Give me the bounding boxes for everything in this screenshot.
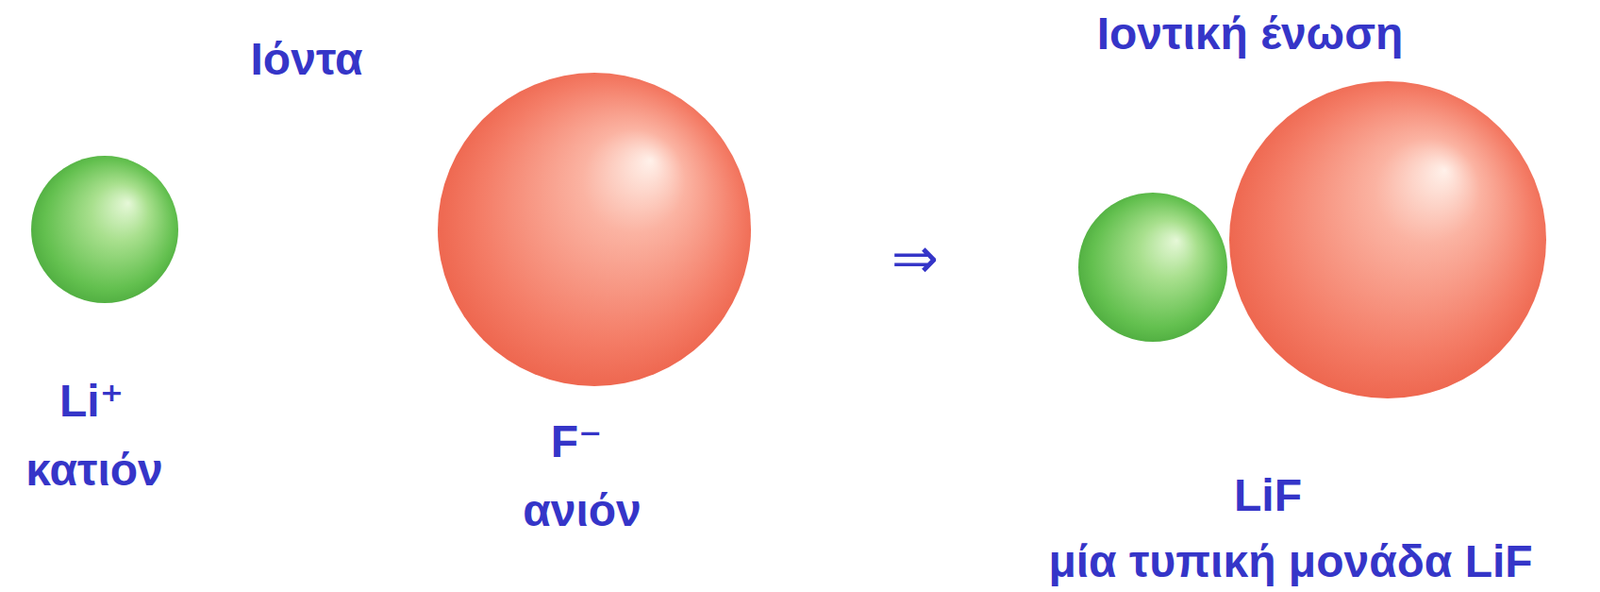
ion-caption: ανιόν <box>522 485 642 536</box>
ion-node: F⁻ ανιόν <box>415 56 774 548</box>
ion-caption: κατιόν <box>25 445 163 496</box>
section-heading: Ιόντα <box>250 34 364 85</box>
ion-formula: F⁻ <box>550 416 603 467</box>
reaction-arrow: ⇒ <box>891 226 939 289</box>
section-heading: Ιοντική ένωση <box>1097 9 1404 60</box>
ion-node: LiF μία τυπική μονάδα LiF <box>981 66 1600 592</box>
ion-node: Li⁺ κατιόν <box>0 132 217 510</box>
ion-formula: Li⁺ <box>59 376 124 427</box>
ion-sphere <box>31 155 179 303</box>
ion-caption: μία τυπική μονάδα LiF <box>1048 536 1533 587</box>
ion-sphere <box>415 56 774 548</box>
ion-formula: LiF <box>1233 470 1302 521</box>
ion-sphere <box>437 72 751 386</box>
ion-sphere <box>1078 192 1228 342</box>
ion-sphere <box>1229 81 1547 399</box>
